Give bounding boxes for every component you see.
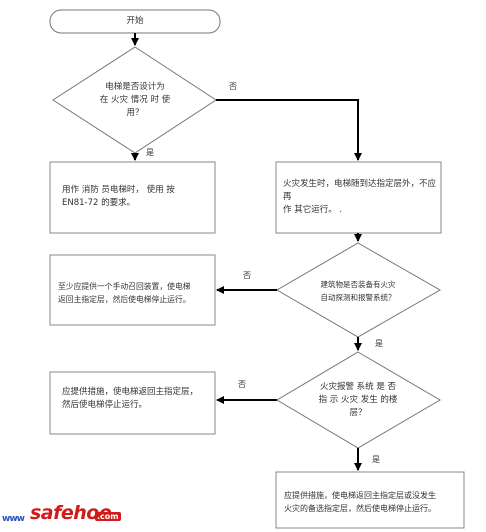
label-d2-yes: 是 [375,339,383,348]
decision-2-line-1: 建筑物是否装备有火灾 [320,280,396,289]
watermark-prefix: www [2,514,25,524]
decision-1-line-2: 在 火灾 情况 时 使 [99,95,171,105]
decision-1-text: 电梯是否设计为 在 火灾 情况 时 使 用？ [80,81,190,120]
process-2-line-2: 作 其它运行。 . [283,205,343,215]
start-label: 开始 [126,16,144,26]
process-4-text: 应提供措施，使电梯返回主指定层， 然后使电梯停止运行。 [62,386,212,412]
process-3-line-2: 返回主指定层，然后使电梯停止运行。 [58,295,191,304]
process-2-text: 火灾发生时，电梯随到达指定层外，不应再 作 其它运行。 . [283,178,441,217]
label-d1-no: 否 [229,82,237,91]
process-2-line-1: 火灾发生时，电梯随到达指定层外，不应再 [283,179,437,202]
process-firefighter-lift [49,161,216,234]
process-return-main-floor [49,371,216,435]
process-1-line-1: 用作 消防 员电梯时， 使用 按 [62,185,175,195]
process-5-line-1: 应提供措施，使电梯返回主指定层或没发生 [284,491,436,500]
process-3-text: 至少应提供一个手动召回装置，使电梯 返回主指定层，然后使电梯停止运行。 [58,280,215,306]
process-3-line-1: 至少应提供一个手动召回装置，使电梯 [58,282,191,291]
decision-3-text: 火灾报警 系统 是 否 指 示 火灾 发生 的楼 层？ [300,381,416,420]
decision-3-line-3: 层？ [349,408,367,418]
label-d2-no: 否 [243,271,251,280]
process-5-text: 应提供措施，使电梯返回主指定层或没发生 火灾的备选指定层，然后使电梯停止运行。 [284,489,462,515]
process-return-alternate-floor [275,471,465,529]
decision-3-line-1: 火灾报警 系统 是 否 [319,382,397,392]
process-4-line-2: 然后使电梯停止运行。 [62,400,148,410]
label-d3-no: 否 [238,380,246,389]
watermark-brand: safehoo [30,502,112,524]
decision-1-line-1: 电梯是否设计为 [105,82,165,92]
process-4-line-1: 应提供措施，使电梯返回主指定层， [62,387,199,397]
process-manual-recall [49,254,216,326]
label-d1-yes: 是 [146,148,154,157]
process-5-line-2: 火灾的备选指定层，然后使电梯停止运行。 [284,504,436,513]
arrow-d1-no [216,99,362,161]
watermark-tld: .com [95,512,121,521]
decision-2-text: 建筑物是否装备有火灾 自动探测和报警系统？ [300,278,416,304]
safehoo-watermark-logo: www safehoo .com [0,500,140,526]
decision-2-line-2: 自动探测和报警系统？ [320,293,396,302]
decision-1-line-3: 用？ [126,108,144,118]
process-1-text: 用作 消防 员电梯时， 使用 按 EN81-72 的要求。 [62,184,212,210]
process-1-line-2: EN81-72 的要求。 [62,198,136,208]
decision-3-line-2: 指 示 火灾 发生 的楼 [318,395,398,405]
label-d3-yes: 是 [372,455,380,464]
